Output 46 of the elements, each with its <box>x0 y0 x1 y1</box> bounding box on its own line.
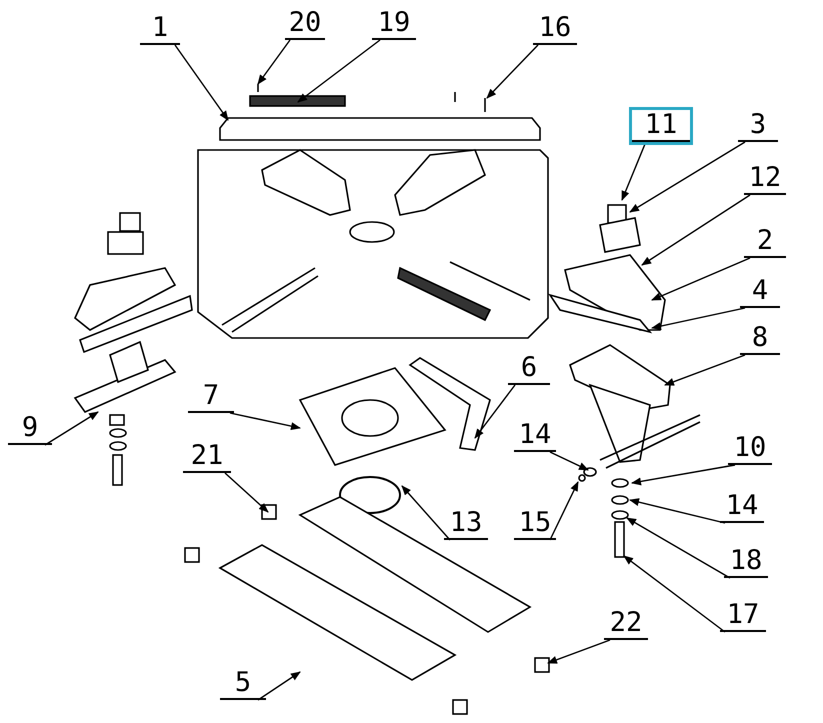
leader-line <box>297 39 380 103</box>
callout-number: 3 <box>738 110 778 142</box>
leader-line <box>486 44 538 99</box>
callout-number: 7 <box>188 381 234 413</box>
leader-line <box>664 354 746 386</box>
callout-number: 16 <box>533 13 577 45</box>
leader-line <box>257 40 291 85</box>
leader-line <box>629 141 746 213</box>
leader-line <box>629 498 726 524</box>
callout-number: 14 <box>514 420 556 452</box>
leader-line <box>44 411 99 446</box>
leader-line <box>621 144 646 201</box>
leader-line <box>230 412 301 430</box>
callout-number: 17 <box>720 600 766 632</box>
callout-number: 11 <box>632 110 690 142</box>
leader-line <box>174 44 229 121</box>
leader-line <box>474 384 516 439</box>
callout-number: 1 <box>140 13 180 45</box>
leader-line <box>651 257 750 301</box>
leader-line <box>623 555 726 633</box>
callout-number: 8 <box>740 323 780 355</box>
callout-number: 6 <box>508 353 550 385</box>
callout-number: 13 <box>444 508 488 540</box>
leader-line <box>626 517 730 579</box>
callout-number: 4 <box>740 276 780 308</box>
callout-number: 20 <box>285 8 325 40</box>
callout-number: 18 <box>724 546 768 578</box>
leader-line <box>224 472 269 513</box>
callout-number: 2 <box>744 226 786 258</box>
callout-number: 14 <box>720 491 764 523</box>
leader-line <box>641 194 750 266</box>
callout-number: 12 <box>744 163 786 195</box>
callout-number: 10 <box>728 433 772 465</box>
leader-line <box>401 485 451 540</box>
leader-line <box>258 671 301 701</box>
callout-number: 19 <box>372 8 416 40</box>
callout-number: 21 <box>183 441 231 473</box>
callout-number: 9 <box>8 413 52 445</box>
leader-line <box>547 639 610 664</box>
leader-line <box>549 481 579 540</box>
leader-line <box>631 464 736 486</box>
callout-number: 5 <box>220 668 266 700</box>
leader-line <box>651 307 746 330</box>
callout-number: 22 <box>604 608 648 640</box>
leader-line <box>550 451 589 471</box>
callout-number: 15 <box>514 508 556 540</box>
